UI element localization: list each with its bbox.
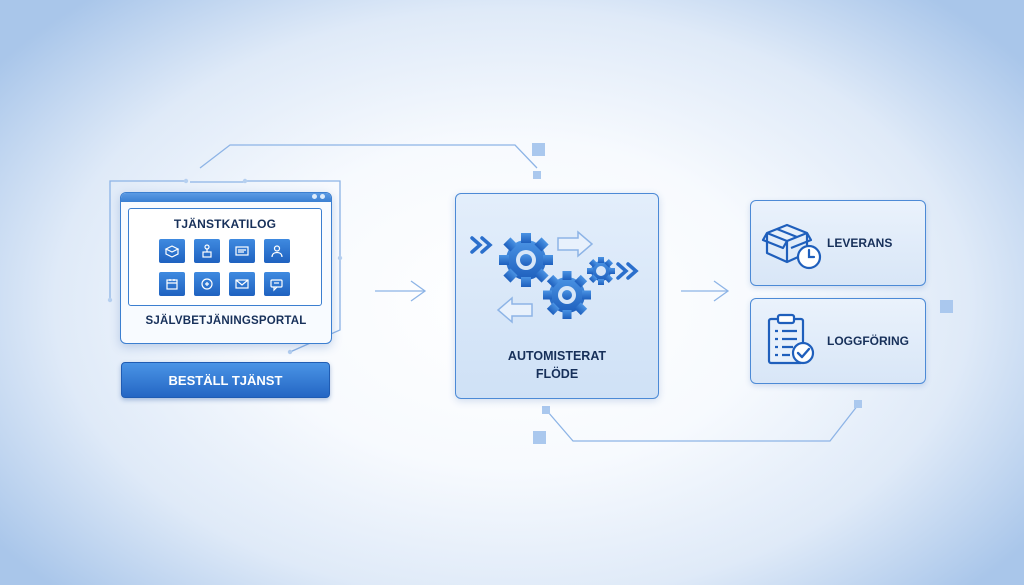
clipboard-check-icon [767, 313, 815, 365]
window-dot-icon [320, 194, 325, 199]
delivery-label: LEVERANS [827, 236, 893, 250]
ticket-icon[interactable] [229, 239, 255, 263]
automation-label: AUTOMISTERAT FLÖDE [456, 347, 658, 383]
chat-icon[interactable] [264, 272, 290, 296]
catalog-tile-grid [159, 239, 291, 296]
automation-label-line2: FLÖDE [535, 367, 579, 381]
gift-icon[interactable] [194, 272, 220, 296]
delivery-box: LEVERANS [750, 200, 926, 286]
user-icon[interactable] [264, 239, 290, 263]
logging-label: LOGGFÖRING [827, 334, 909, 348]
automation-label-line1: AUTOMISTERAT [507, 349, 607, 363]
gears-icon [470, 230, 639, 324]
window-dot-icon [312, 194, 317, 199]
package-icon[interactable] [159, 239, 185, 263]
self-service-portal-window: TJÄNSTKATILOG [120, 192, 332, 344]
window-titlebar [121, 193, 331, 202]
document-pin-icon[interactable] [194, 239, 220, 263]
calendar-icon[interactable] [159, 272, 185, 296]
catalog-title: TJÄNSTKATILOG [173, 217, 277, 231]
automated-flow-box: AUTOMISTERAT FLÖDE [455, 193, 659, 399]
service-catalog-panel: TJÄNSTKATILOG [128, 208, 322, 306]
logging-box: LOGGFÖRING [750, 298, 926, 384]
box-clock-icon [761, 223, 822, 270]
portal-label: SJÄLVBETJÄNINGSPORTAL [145, 315, 307, 327]
order-service-button[interactable]: BESTÄLL TJÄNST [121, 362, 330, 398]
mail-icon[interactable] [229, 272, 255, 296]
